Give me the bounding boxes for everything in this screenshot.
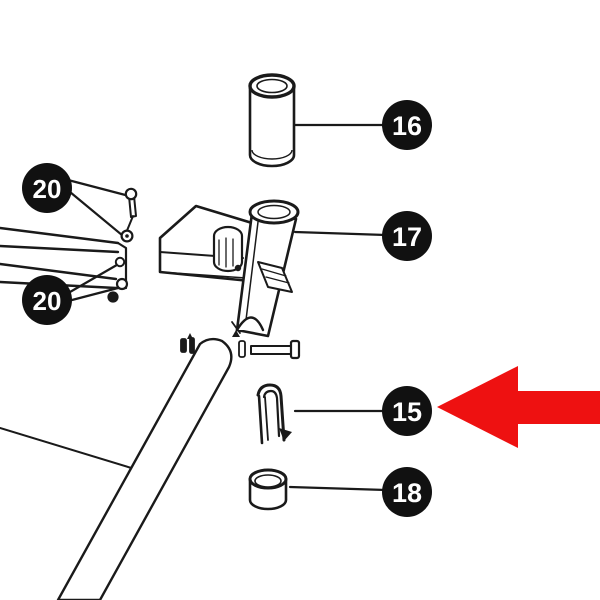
- linkage-pin-upper-head: [124, 187, 138, 201]
- bracket-17-fork-left: [231, 321, 241, 334]
- callout-20-upper-circle[interactable]: [22, 163, 72, 213]
- linkage-arm-upper-bottom: [0, 244, 120, 254]
- linkage-pin-lower-head: [107, 291, 119, 303]
- linkage-joint-upper-hole: [125, 234, 129, 238]
- bracket-17-plate-edge: [159, 271, 247, 279]
- callout-20-upper[interactable]: 20: [22, 163, 72, 213]
- hairpin-15-straight-leg-inner: [264, 396, 269, 441]
- hairpin-15-outer-leg: [256, 383, 286, 442]
- hairpin-15-straight-leg: [257, 394, 264, 445]
- part-bolt-and-washers: [180, 330, 301, 360]
- washer-a: [180, 338, 187, 353]
- callout-16[interactable]: 16: [382, 100, 432, 150]
- bolt-shaft: [250, 345, 294, 355]
- callout-18-label: 18: [392, 478, 422, 508]
- callout-20-upper-label: 20: [33, 174, 62, 204]
- callout-bubbles: 16 17 20 20 15 18: [22, 100, 432, 517]
- tube-16-lower-shade: [251, 149, 293, 160]
- linkage-joint-lower: [115, 277, 129, 291]
- leader-line-20-upper-a: [66, 178, 135, 199]
- callout-17-label: 17: [392, 222, 422, 252]
- hairpin-15-inner-leg: [262, 389, 281, 438]
- bracket-17-tube-bore: [257, 204, 291, 220]
- linkage-arm-lower-top: [0, 262, 118, 281]
- callout-15-label: 15: [392, 397, 422, 427]
- bracket-17-band: [257, 261, 293, 293]
- callout-20-lower-circle[interactable]: [22, 275, 72, 325]
- callout-20-lower[interactable]: 20: [22, 275, 72, 325]
- bracket-17-collar-ribs: [218, 237, 234, 268]
- washer-b: [189, 337, 195, 354]
- linkage-arm-upper-top: [0, 226, 120, 245]
- washer-c: [238, 340, 246, 358]
- callout-17-circle[interactable]: [382, 211, 432, 261]
- leader-line-20-upper-b: [68, 190, 130, 242]
- callout-18[interactable]: 18: [382, 467, 432, 517]
- linkage-joint-mid: [114, 256, 126, 268]
- bracket-17-collar: [212, 225, 244, 273]
- callout-18-circle[interactable]: [382, 467, 432, 517]
- marker-tick-b: [232, 330, 240, 337]
- leader-line-20-lower-b: [70, 286, 120, 302]
- bolt-head: [289, 339, 301, 360]
- bracket-17-tube-highlight: [245, 221, 259, 321]
- callout-16-circle[interactable]: [382, 100, 432, 150]
- marker-tick-a: [187, 333, 193, 339]
- part-tube-spacer-16: [248, 73, 296, 168]
- callout-15[interactable]: 15: [382, 386, 432, 436]
- bracket-17-fork-notch: [235, 316, 265, 332]
- callout-16-label: 16: [392, 111, 422, 141]
- part-main-diagonal-tube: [56, 337, 233, 600]
- part-linkage-assembly-20: [0, 187, 138, 303]
- callout-20-lower-label: 20: [33, 286, 62, 316]
- bushing-18-bore: [254, 474, 282, 488]
- red-pointer-arrow: [437, 366, 600, 448]
- red-pointer-arrow-shape: [437, 366, 600, 448]
- tube-16-body: [248, 84, 296, 168]
- part-bushing-spacer-18: [248, 468, 288, 511]
- hairpin-15-bent-tip: [279, 428, 292, 441]
- tube-16-bore: [256, 78, 288, 94]
- leader-line-18: [288, 485, 387, 492]
- part-welded-bracket-17: [158, 199, 300, 338]
- leader-line-17: [293, 230, 387, 237]
- callout-15-circle[interactable]: [382, 386, 432, 436]
- part-hairpin-clip-15: [256, 383, 292, 445]
- leader-line-main-tube: [0, 427, 139, 471]
- callout-17[interactable]: 17: [382, 211, 432, 261]
- bracket-17-band-ribs: [261, 268, 290, 284]
- main-tube-body: [56, 337, 233, 600]
- bracket-17-hole: [234, 264, 242, 272]
